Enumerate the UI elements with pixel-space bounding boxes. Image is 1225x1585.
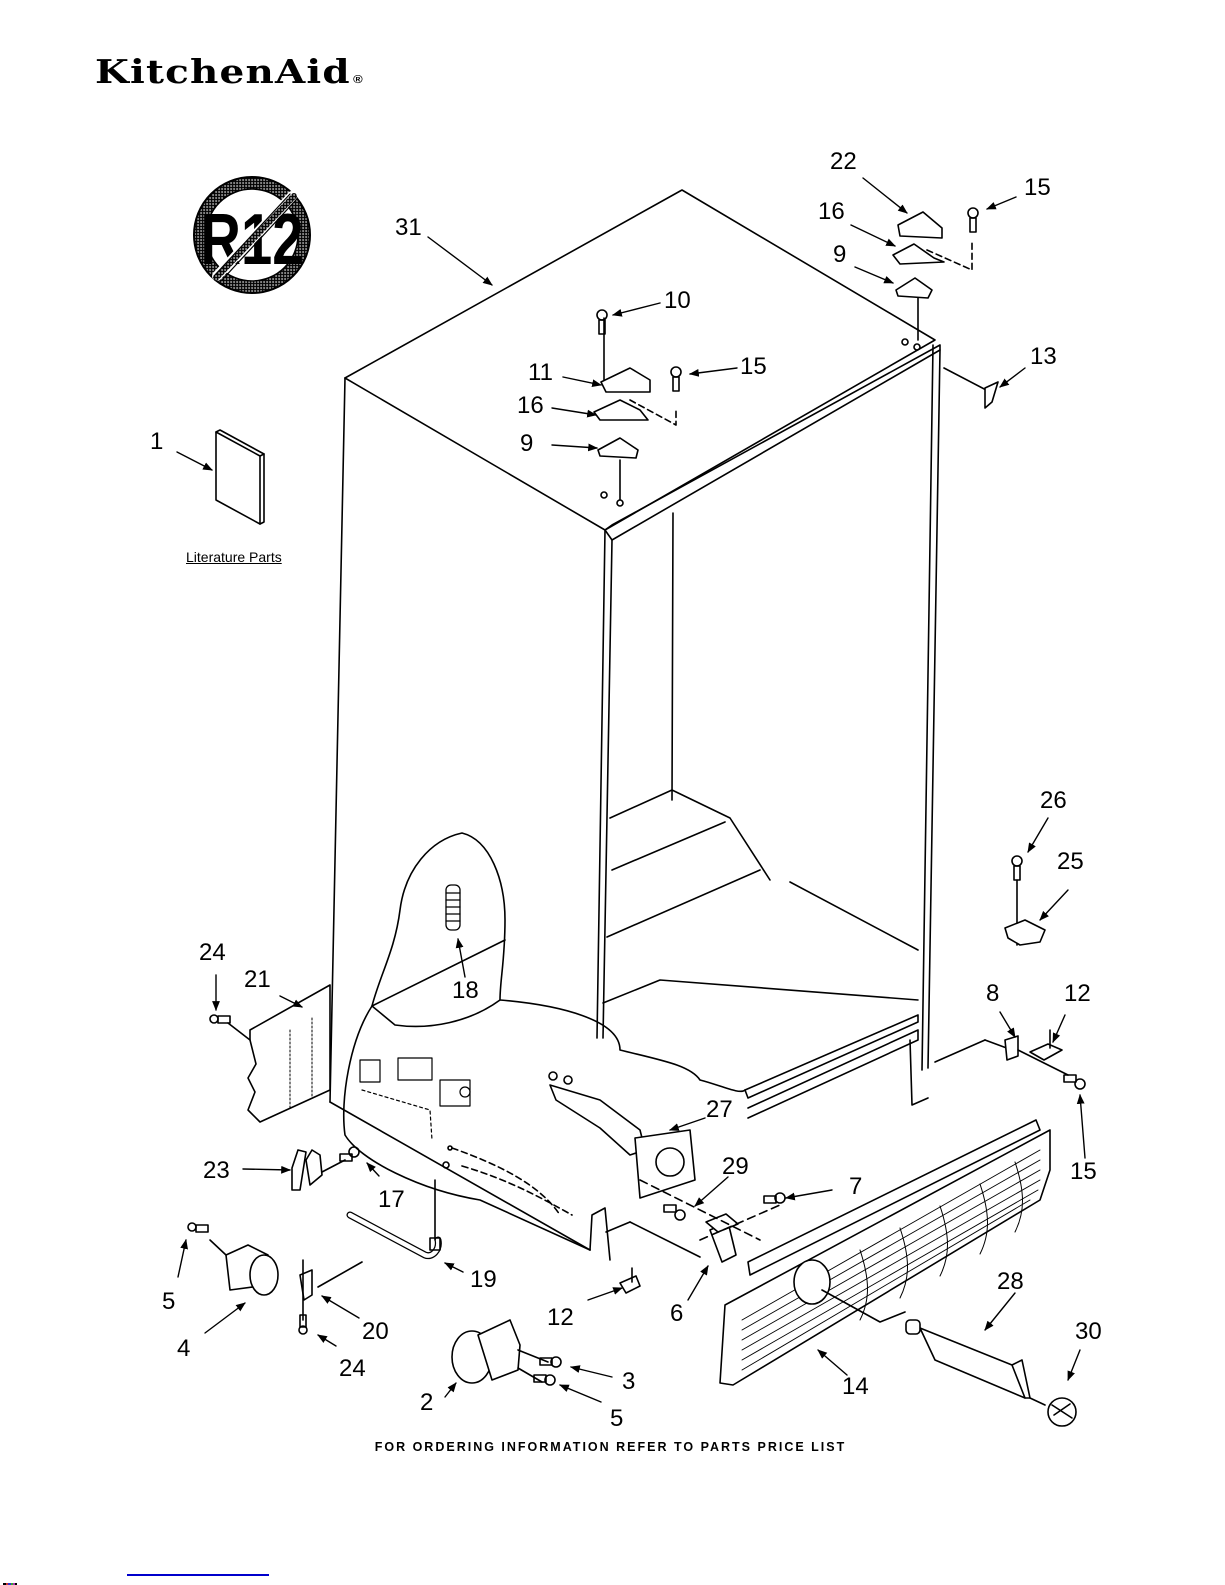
screw-5-roller [187,1222,209,1233]
screw-26 [1011,855,1023,881]
bracket-25 [1004,855,1046,946]
hinge-upper-right [892,207,979,351]
screw-15-top [670,366,682,392]
literature-booklet [215,429,265,525]
bracket-8-12 [1004,1029,1086,1090]
screw-5-front [533,1374,556,1386]
screw-24-panel [209,1014,231,1024]
kitchenaid-logo: KitchenAid® [95,55,364,88]
callout-16: 16 [517,392,544,419]
cabinet-shell [329,189,1013,1261]
callout-5: 5 [162,1288,176,1315]
access-panel [209,984,331,1123]
callout-21: 21 [244,966,271,993]
bracket-23 [291,1146,360,1191]
no-r12-badge: R12 [193,176,311,294]
screw-3 [539,1356,562,1368]
corner-artifact [3,1583,17,1585]
callout-28: 28 [997,1268,1024,1295]
bracket-6 [639,1179,786,1263]
callout-7: 7 [849,1173,863,1200]
rear-roller [187,1222,279,1296]
callout-8: 8 [986,980,1000,1007]
leader-arrows [176,177,1086,1403]
registered-mark: ® [353,74,364,86]
callout-22: 22 [830,148,857,175]
callout-24: 24 [339,1355,366,1382]
callout-29: 29 [722,1153,749,1180]
drain-spring [445,884,461,931]
dispenser-fitting [548,1071,696,1199]
callout-20: 20 [362,1318,389,1345]
callout-10: 10 [664,287,691,314]
screw-24-bottom [298,1314,308,1335]
callout-25: 25 [1057,848,1084,875]
callout-24: 24 [199,939,226,966]
callout-13: 13 [1030,343,1057,370]
literature-parts-label: Literature Parts [186,549,282,565]
screw-15-right-bottom [1063,1074,1086,1090]
part-13-clip [943,367,999,409]
front-roller [451,1319,562,1386]
callout-26: 26 [1040,787,1067,814]
screw-7 [763,1192,786,1204]
callout-11: 11 [528,359,553,386]
callout-12: 12 [1064,980,1091,1007]
callout-27: 27 [706,1096,733,1123]
callout-23: 23 [203,1157,230,1184]
water-filter [905,1319,1046,1406]
callout-16: 16 [818,198,845,225]
toe-grille [719,1119,1051,1386]
callout-3: 3 [622,1368,636,1395]
filter-cap [1047,1397,1077,1427]
screw-10 [596,309,608,335]
callout-18: 18 [452,977,479,1004]
callout-12: 12 [547,1304,574,1331]
callout-4: 4 [177,1335,191,1362]
callout-9: 9 [520,430,534,457]
screw-17 [339,1146,360,1162]
screw-29 [663,1204,686,1221]
callout-15: 15 [1024,174,1051,201]
water-tube [346,1179,442,1260]
callout-30: 30 [1075,1318,1102,1345]
ordering-info-footer: FOR ORDERING INFORMATION REFER TO PARTS … [374,1440,847,1454]
callout-19: 19 [470,1266,497,1293]
bracket-12-bottom [619,1267,641,1294]
tube-clip [298,1259,363,1335]
callout-15: 15 [740,353,767,380]
hyperlink-underline[interactable] [127,1574,269,1576]
cutaway-view [342,832,746,1251]
callout-5: 5 [610,1405,624,1432]
callout-15: 15 [1070,1158,1097,1185]
callout-9: 9 [833,241,847,268]
callout-17: 17 [378,1186,405,1213]
callout-31: 31 [395,214,422,241]
callout-1: 1 [150,428,164,455]
callout-6: 6 [670,1300,684,1327]
screw-15-right [967,207,979,233]
callout-2: 2 [420,1389,434,1416]
logo-text: KitchenAid [95,52,351,91]
hinge-upper-left [593,309,682,507]
callout-14: 14 [842,1373,869,1400]
water-valve [359,1057,471,1141]
